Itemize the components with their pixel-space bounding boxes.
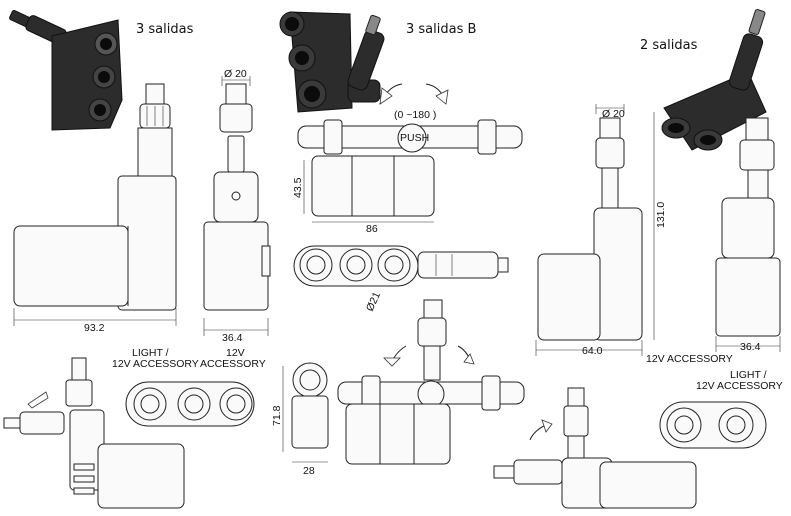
p1-folded-view: [3, 357, 185, 509]
p1-side-width-dim: 36.4: [222, 332, 243, 344]
push-label: PUSH: [400, 132, 429, 144]
title-2-salidas: 2 salidas: [640, 38, 698, 53]
p1-diameter-dim: Ø 20: [224, 68, 247, 80]
p3-acc-label: 12V ACCESSORY: [646, 353, 733, 365]
p2-top-view: (0 ~180 ) PUSH: [297, 83, 523, 155]
p1-light-label-2: 12V ACCESSORY: [112, 358, 199, 370]
p3-width-dim: 64.0: [582, 345, 603, 357]
p1-acc-label-2: ACCESSORY: [200, 358, 266, 370]
title-3-salidas-b: 3 salidas B: [406, 22, 476, 37]
product-photo-2-salidas: [661, 9, 767, 151]
p3-front-view: Ø 20 64.0 131.0: [535, 104, 667, 357]
p2-side-view: 71.8 28: [271, 362, 329, 477]
product-photo-3-salidas-b: [279, 11, 385, 113]
p2-rotation-dim: (0 ~180 ): [394, 109, 436, 121]
p3-diameter-dim: Ø 20: [602, 108, 625, 120]
p2-bottom-view: Ø21: [293, 245, 509, 313]
p3-side-view: 36.4: [715, 117, 781, 353]
p1-light-label-1: LIGHT /: [132, 347, 169, 359]
p1-width-dim: 93.2: [84, 322, 105, 334]
p1-acc-label-1: 12V: [226, 347, 245, 359]
p1-front-view: 93.2: [13, 83, 177, 334]
p2-diameter-dim: Ø21: [364, 290, 383, 313]
p2-length-dim: 86: [366, 223, 378, 235]
p2-width2-dim: 28: [303, 465, 315, 477]
p2-height2-dim: 71.8: [271, 405, 283, 426]
p3-sockets-view: 12V ACCESSORY LIGHT / 12V ACCESSORY: [646, 353, 783, 449]
p2-front-view: 43.5 86: [292, 155, 435, 235]
p1-sockets-view: LIGHT / 12V ACCESSORY 12V ACCESSORY: [112, 347, 266, 427]
p3-light-label-1: LIGHT /: [730, 369, 767, 381]
p3-side-width-dim: 36.4: [740, 341, 761, 353]
product-photo-3-salidas: [9, 9, 123, 131]
p1-side-view: Ø 20 36.4: [203, 68, 271, 344]
p3-light-label-2: 12V ACCESSORY: [696, 380, 783, 392]
p3-height-dim: 131.0: [655, 202, 667, 228]
title-3-salidas: 3 salidas: [136, 22, 194, 37]
p3-folded-view: [493, 387, 697, 509]
p2-rotated-view: [337, 299, 525, 465]
p2-height-dim: 43.5: [292, 177, 304, 198]
